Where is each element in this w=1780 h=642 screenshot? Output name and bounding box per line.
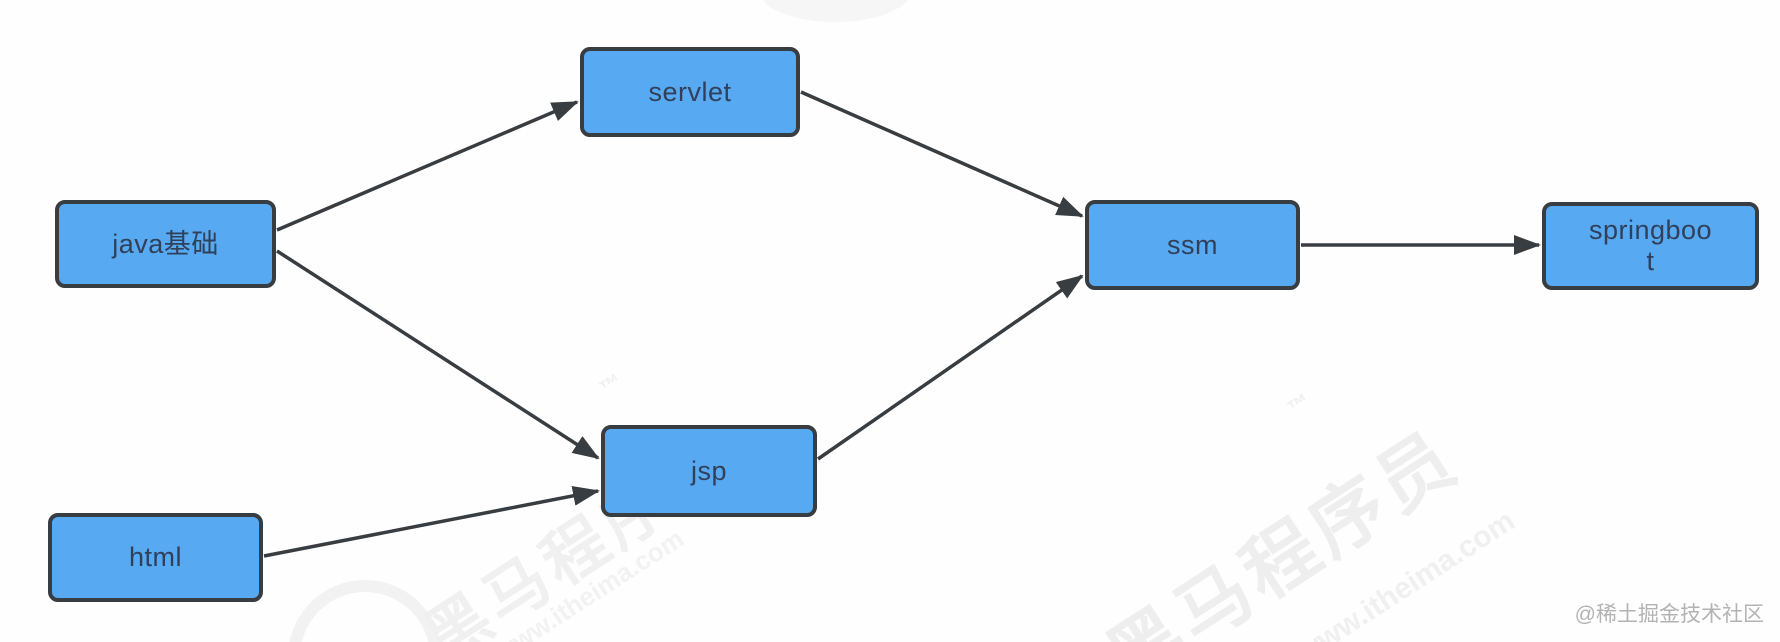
node-java-base: java基础 — [55, 200, 276, 288]
node-html: html — [48, 513, 263, 602]
node-label: springboo t — [1588, 215, 1713, 276]
node-label: jsp — [690, 455, 727, 486]
node-springboot: springboo t — [1542, 202, 1759, 290]
node-servlet: servlet — [580, 47, 800, 137]
node-label: html — [128, 542, 182, 572]
edge-servlet-to-ssm — [800, 90, 1084, 218]
edge-java-base-to-jsp — [276, 249, 600, 460]
attribution-text: @稀土掘金技术社区 — [1574, 603, 1764, 626]
node-label: ssm — [1167, 229, 1218, 260]
node-ssm: ssm — [1085, 200, 1300, 290]
node-label: java基础 — [112, 228, 219, 259]
node-label: servlet — [648, 76, 732, 107]
node-jsp: jsp — [601, 425, 817, 517]
edge-java-base-to-servlet — [276, 100, 579, 232]
edge-jsp-to-ssm — [817, 274, 1084, 461]
edge-html-to-jsp — [263, 485, 600, 558]
